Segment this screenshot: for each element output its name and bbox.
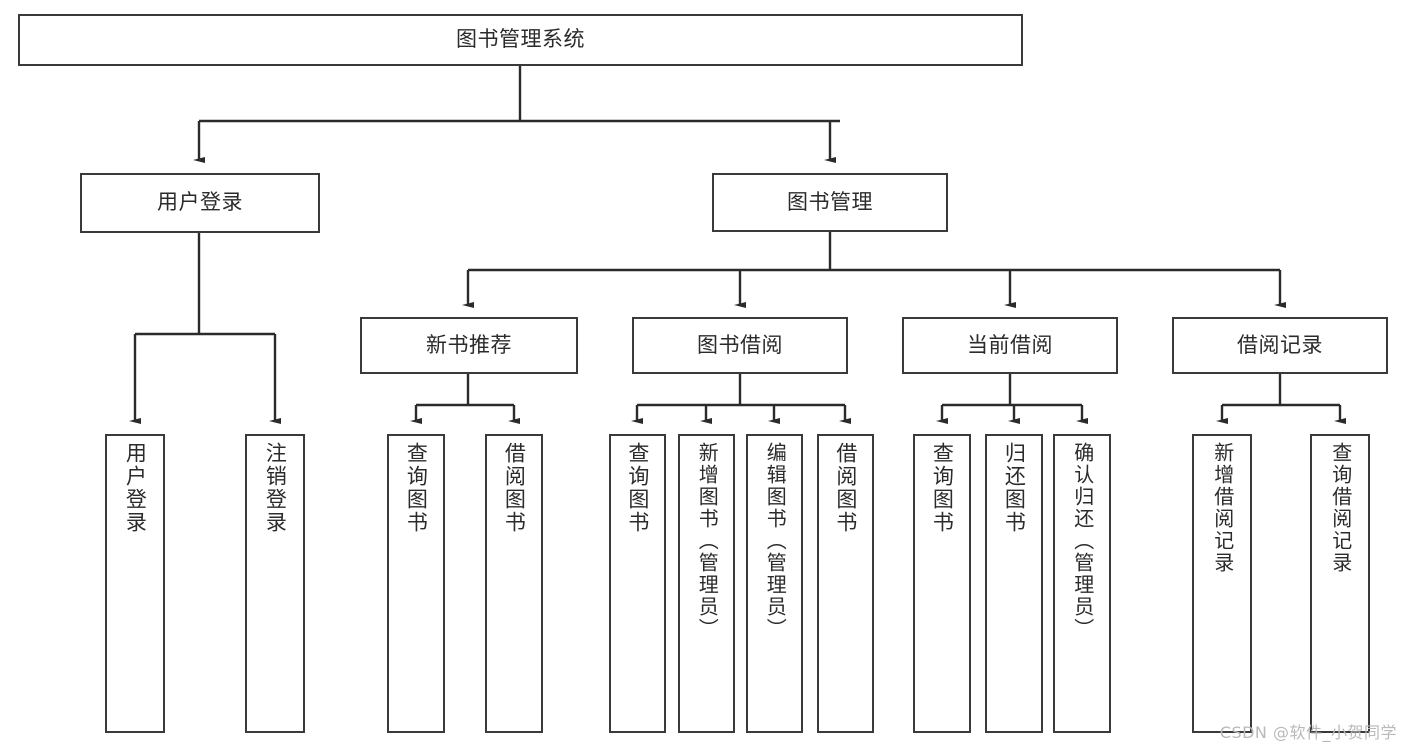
node-leaf-confirm-return-label: 确认归还（管理员） xyxy=(1070,442,1095,640)
node-book-management[interactable]: 图书管理 xyxy=(712,173,948,232)
node-user-login-label: 用户登录 xyxy=(157,190,243,215)
node-leaf-borrow-book-2[interactable]: 借阅图书 xyxy=(817,434,874,733)
node-book-borrow[interactable]: 图书借阅 xyxy=(632,317,848,374)
node-leaf-query-record[interactable]: 查询借阅记录 xyxy=(1310,434,1370,733)
node-current-borrow-label: 当前借阅 xyxy=(967,332,1053,357)
node-borrow-record-label: 借阅记录 xyxy=(1237,332,1323,357)
node-book-management-label: 图书管理 xyxy=(787,189,873,214)
node-leaf-user-login[interactable]: 用户登录 xyxy=(105,434,165,733)
node-leaf-return-book-label: 归还图书 xyxy=(1002,442,1027,534)
node-leaf-query-book-2[interactable]: 查询图书 xyxy=(609,434,666,733)
node-leaf-return-book[interactable]: 归还图书 xyxy=(985,434,1043,733)
watermark-text: CSDN @软件_小贺同学 xyxy=(1219,723,1397,742)
node-leaf-borrow-book-1-label: 借阅图书 xyxy=(502,442,527,534)
node-leaf-edit-book-label: 编辑图书（管理员） xyxy=(763,442,788,640)
node-leaf-query-book-1[interactable]: 查询图书 xyxy=(387,434,445,733)
node-user-login[interactable]: 用户登录 xyxy=(80,173,320,233)
node-leaf-borrow-book-2-label: 借阅图书 xyxy=(833,442,858,534)
node-leaf-logout-label: 注销登录 xyxy=(263,442,288,534)
node-leaf-logout[interactable]: 注销登录 xyxy=(245,434,305,733)
node-leaf-user-login-label: 用户登录 xyxy=(123,442,148,534)
node-root-label: 图书管理系统 xyxy=(456,27,585,52)
node-leaf-query-book-1-label: 查询图书 xyxy=(404,442,429,534)
node-leaf-add-book[interactable]: 新增图书（管理员） xyxy=(678,434,735,733)
node-borrow-record[interactable]: 借阅记录 xyxy=(1172,317,1388,374)
node-current-borrow[interactable]: 当前借阅 xyxy=(902,317,1118,374)
node-new-book-recommend-label: 新书推荐 xyxy=(426,332,512,357)
node-leaf-add-record[interactable]: 新增借阅记录 xyxy=(1192,434,1252,733)
node-leaf-add-record-label: 新增借阅记录 xyxy=(1210,442,1235,574)
node-leaf-query-record-label: 查询借阅记录 xyxy=(1328,442,1353,574)
node-book-borrow-label: 图书借阅 xyxy=(697,332,783,357)
node-leaf-confirm-return[interactable]: 确认归还（管理员） xyxy=(1053,434,1111,733)
node-leaf-add-book-label: 新增图书（管理员） xyxy=(695,442,720,640)
node-leaf-query-book-2-label: 查询图书 xyxy=(625,442,650,534)
node-new-book-recommend[interactable]: 新书推荐 xyxy=(360,317,578,374)
node-leaf-edit-book[interactable]: 编辑图书（管理员） xyxy=(746,434,803,733)
node-leaf-borrow-book-1[interactable]: 借阅图书 xyxy=(485,434,543,733)
node-leaf-query-book-3-label: 查询图书 xyxy=(930,442,955,534)
node-leaf-query-book-3[interactable]: 查询图书 xyxy=(913,434,971,733)
node-root[interactable]: 图书管理系统 xyxy=(18,14,1023,66)
